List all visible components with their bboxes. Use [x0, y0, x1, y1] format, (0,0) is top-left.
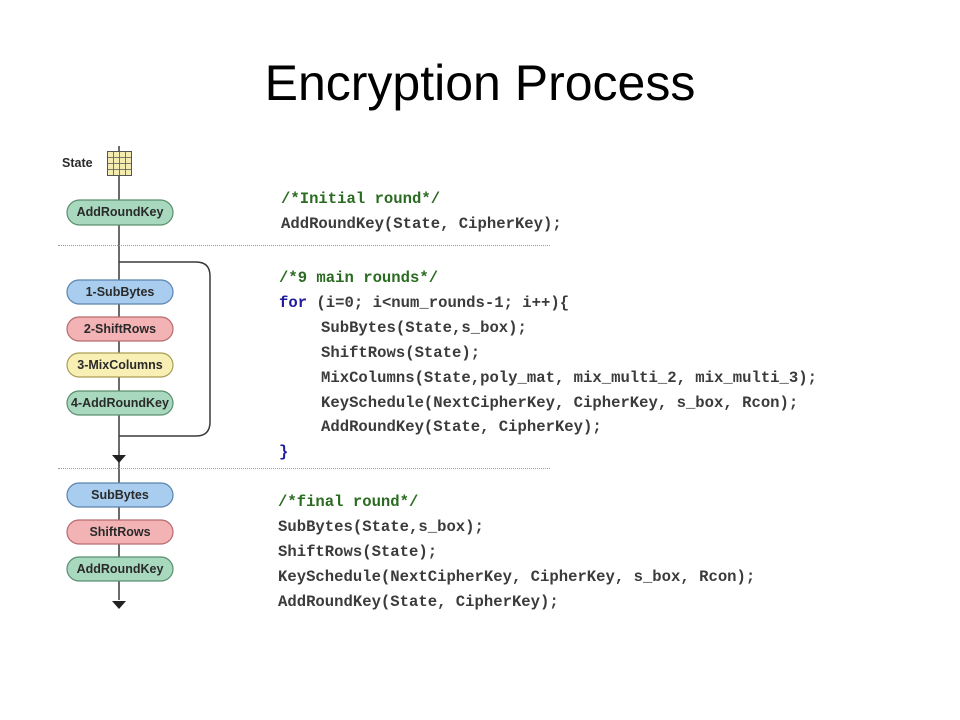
pill-label: SubBytes [91, 488, 149, 502]
slide-title: Encryption Process [264, 55, 696, 111]
loop-arrow [119, 261, 211, 437]
pill-final-shiftrows [66, 519, 174, 545]
pill-label: 1-SubBytes [85, 285, 155, 299]
pill-label: AddRoundKey [76, 205, 164, 219]
arrow-down-icon [112, 455, 126, 463]
pill-label: 2-ShiftRows [83, 322, 157, 336]
section-separator [58, 468, 550, 469]
pill-main-addroundkey [66, 390, 174, 416]
state-label: State [62, 156, 93, 170]
pill-mixcolumns [66, 352, 174, 378]
pill-label: AddRoundKey [76, 562, 164, 576]
code-comment-initial: /*Initial round*/ [281, 190, 441, 208]
code-line: KeySchedule(NextCipherKey, CipherKey, s_… [321, 394, 799, 412]
pill-final-subbytes [66, 482, 174, 508]
pill-label: ShiftRows [89, 525, 151, 539]
code-line: SubBytes(State,s_box); [321, 319, 527, 337]
pill-initial-addroundkey [66, 199, 174, 226]
code-line: AddRoundKey(State, CipherKey); [281, 215, 562, 233]
code-line: ShiftRows(State); [321, 344, 481, 362]
pill-final-addroundkey [66, 556, 174, 582]
code-line: AddRoundKey(State, CipherKey); [321, 418, 602, 436]
code-close-brace: } [279, 443, 289, 461]
code-line: ShiftRows(State); [278, 543, 438, 561]
arrow-down-icon [112, 601, 126, 609]
pill-shiftrows [66, 316, 174, 342]
code-line: SubBytes(State,s_box); [278, 518, 484, 536]
code-for-rest: (i=0; i<num_rounds-1; i++){ [307, 294, 570, 312]
code-comment-main: /*9 main rounds*/ [279, 269, 439, 287]
pill-label: 3-MixColumns [77, 358, 163, 372]
code-line: MixColumns(State,poly_mat, mix_multi_2, … [321, 369, 817, 387]
pill-subbytes [66, 279, 174, 305]
pill-label: 4-AddRoundKey [71, 396, 169, 410]
code-line: AddRoundKey(State, CipherKey); [278, 593, 559, 611]
section-separator [58, 245, 550, 246]
state-grid-icon [107, 151, 132, 176]
code-for-keyword: for [279, 294, 308, 312]
code-comment-final: /*final round*/ [278, 493, 419, 511]
code-for-statement: for (i=0; i<num_rounds-1; i++){ [279, 294, 570, 312]
code-line: KeySchedule(NextCipherKey, CipherKey, s_… [278, 568, 756, 586]
